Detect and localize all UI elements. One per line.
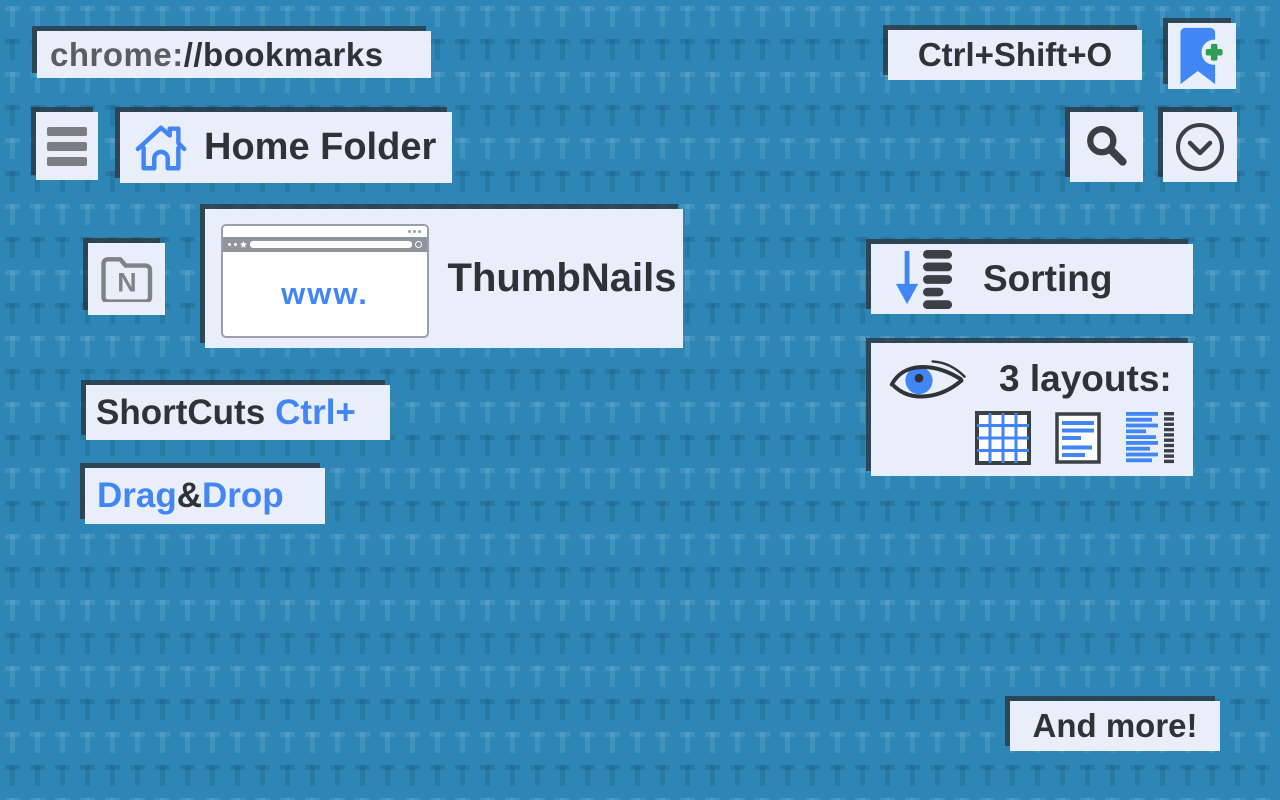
titlebar-dot-icon (418, 230, 421, 233)
address-bar[interactable]: chrome://bookmarks (37, 31, 431, 78)
shortcuts-callout: ShortCuts Ctrl+ (86, 385, 390, 440)
star-icon (240, 241, 247, 248)
home-folder-label: Home Folder (204, 126, 437, 168)
list-layout-icon[interactable] (1055, 412, 1101, 464)
expand-all-button[interactable] (1163, 112, 1237, 182)
open-shortcut-label: Ctrl+Shift+O (917, 36, 1113, 73)
titlebar-dot-icon (408, 230, 411, 233)
eye-icon (889, 360, 966, 399)
toolbar-dot-icon (234, 243, 237, 246)
layouts-header: 3 layouts: (887, 353, 1179, 405)
url-path: //bookmarks (183, 35, 384, 73)
shortcuts-keys: Ctrl+ (275, 392, 356, 432)
sort-icon (895, 249, 953, 309)
search-button[interactable] (1070, 112, 1143, 182)
ampersand-text: & (176, 476, 203, 515)
folder-item[interactable]: N (88, 243, 165, 315)
drag-text: Drag (97, 476, 177, 515)
hamburger-icon (47, 126, 87, 166)
browser-titlebar (223, 226, 427, 237)
shortcuts-text: ShortCuts (96, 392, 266, 432)
browser-content: www. (223, 252, 427, 336)
dragdrop-callout: Drag & Drop (85, 468, 325, 524)
url-scheme: chrome: (50, 35, 184, 73)
refresh-icon (415, 241, 422, 248)
more-callout: And more! (1010, 701, 1220, 751)
more-label: And more! (1032, 707, 1198, 744)
grid-layout-icon[interactable] (975, 411, 1031, 465)
sorting-callout: Sorting (871, 244, 1193, 314)
search-icon (1086, 126, 1127, 166)
thumbnails-callout: www. ThumbNails (205, 209, 683, 348)
drop-text: Drop (202, 476, 284, 515)
add-bookmark-button[interactable] (1168, 23, 1236, 89)
browser-window-thumbnail: www. (221, 224, 429, 338)
layout-options (887, 411, 1179, 465)
folder-letter: N (117, 267, 136, 297)
browser-toolbar (223, 237, 427, 252)
details-layout-icon[interactable] (1125, 411, 1175, 465)
layouts-callout: 3 layouts: (871, 343, 1193, 476)
home-folder-button[interactable]: Home Folder (120, 112, 452, 183)
titlebar-dot-icon (413, 230, 416, 233)
layouts-label: 3 layouts: (999, 358, 1172, 399)
folder-icon: N (100, 257, 152, 302)
menu-button[interactable] (36, 112, 98, 180)
site-text: www. (281, 276, 369, 311)
home-icon (135, 125, 187, 170)
thumbnails-label: ThumbNails (447, 256, 677, 300)
sorting-label: Sorting (983, 258, 1113, 299)
chevron-down-circle-icon (1176, 123, 1224, 171)
toolbar-dot-icon (228, 243, 231, 246)
bookmark-add-icon (1180, 27, 1227, 85)
address-field (250, 241, 412, 248)
open-shortcut-badge: Ctrl+Shift+O (888, 30, 1142, 80)
